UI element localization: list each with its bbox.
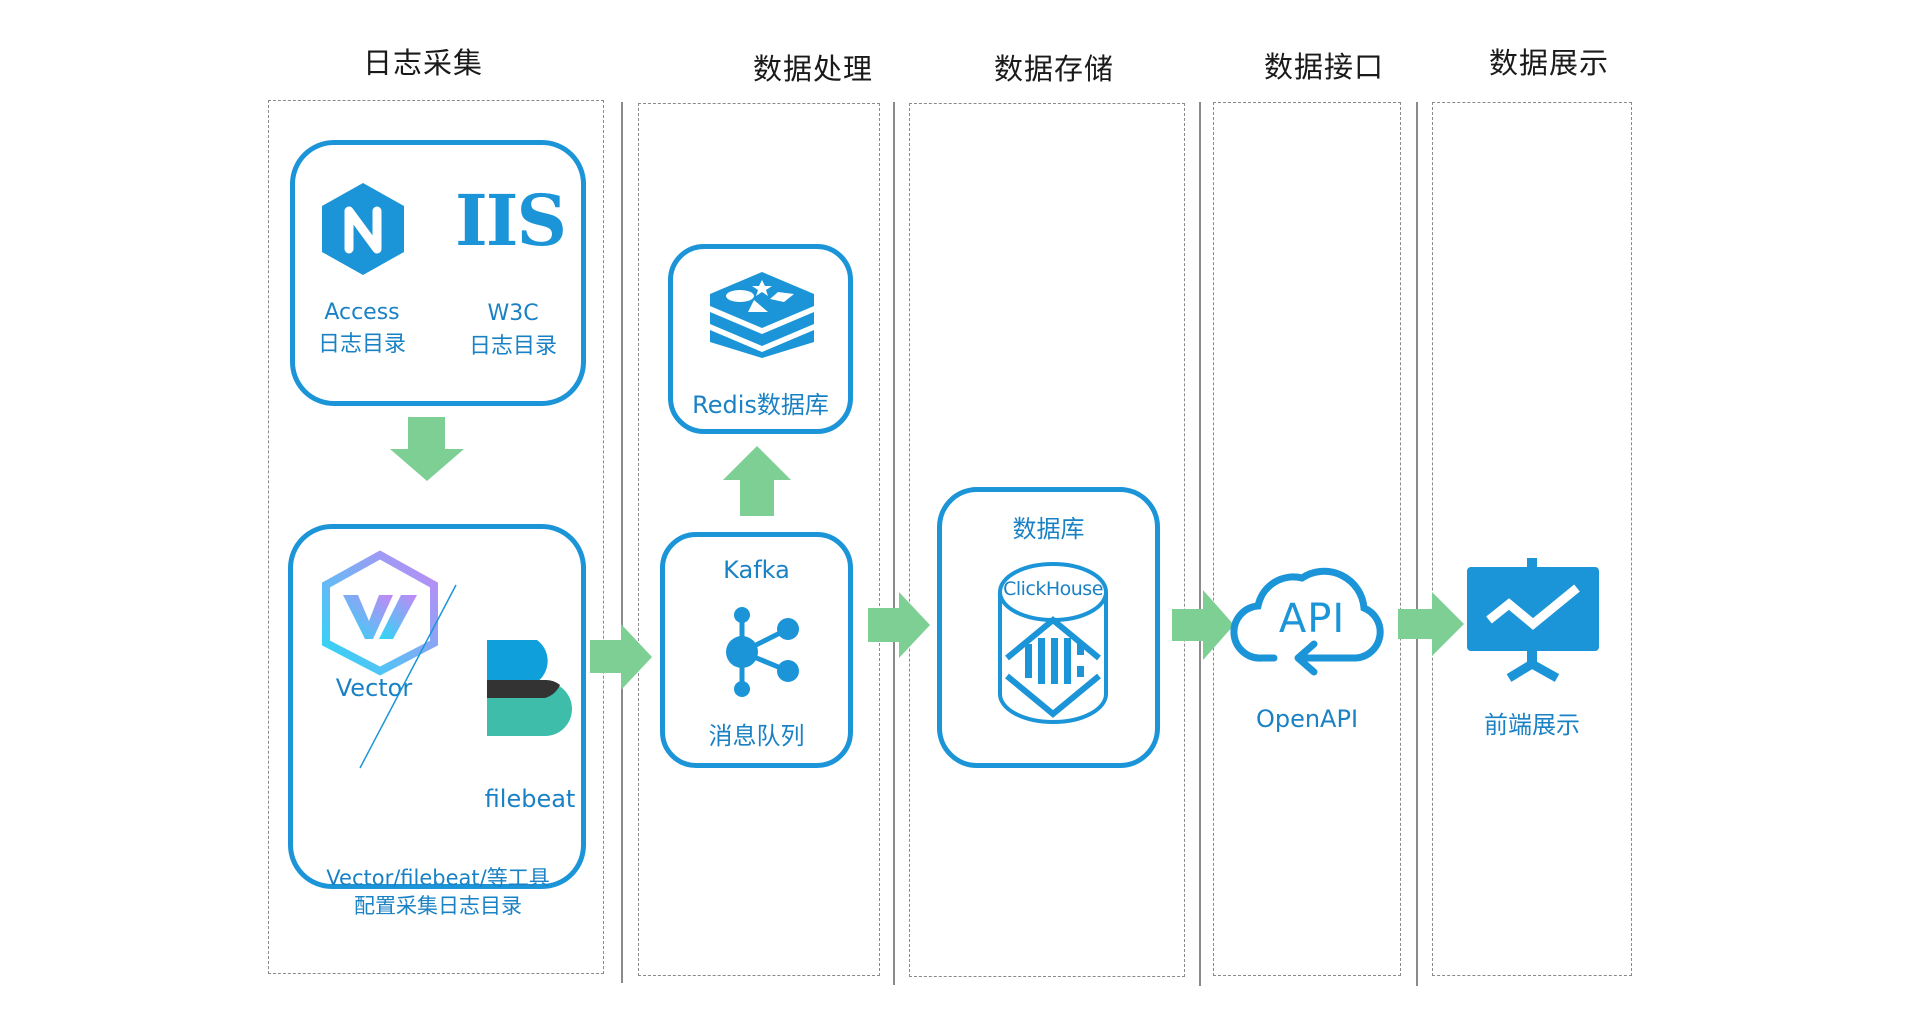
column-title-display: 数据展示 [1488, 46, 1609, 80]
panel-processing [638, 103, 880, 976]
log-sources-card [290, 140, 586, 406]
separator-slash [359, 584, 457, 769]
arrow-right-icon [1398, 592, 1464, 656]
source-name-w3c: W3C [487, 301, 539, 326]
frontend-display-label: 前端展示 [1484, 711, 1580, 739]
arrow-down-icon [390, 417, 464, 481]
redis-icon [710, 272, 814, 358]
panel-storage [909, 103, 1185, 977]
kafka-title: Kafka [723, 556, 790, 584]
panel-collection [268, 100, 604, 974]
column-title-processing: 数据处理 [752, 52, 873, 86]
filebeat-icon [487, 640, 572, 736]
column-title-collection: 日志采集 [362, 46, 483, 80]
column-divider [1416, 102, 1418, 986]
arrow-right-icon [590, 624, 652, 690]
presentation-chart-icon [1467, 558, 1599, 682]
clickhouse-label: ClickHouse [1003, 578, 1103, 600]
openapi-label: OpenAPI [1255, 705, 1359, 733]
tools-caption-line2: 配置采集日志目录 [354, 894, 522, 918]
kafka-icon [726, 607, 799, 697]
column-divider [621, 102, 623, 983]
column-title-interface: 数据接口 [1263, 50, 1384, 84]
redis-label: Redis数据库 [692, 391, 829, 419]
panel-display [1432, 102, 1632, 976]
vector-icon [322, 550, 438, 676]
nginx-icon [322, 183, 404, 275]
arrow-right-icon [1172, 590, 1234, 660]
tools-caption-line1: Vector/filebeat/等工具 [326, 866, 550, 890]
iis-icon: IIS [455, 179, 567, 262]
arrow-up-icon [723, 446, 791, 516]
column-title-storage: 数据存储 [993, 52, 1114, 86]
database-title: 数据库 [1012, 515, 1085, 543]
column-divider [893, 102, 895, 985]
arrow-right-icon [868, 592, 930, 658]
api-cloud-icon [1230, 567, 1384, 676]
tool-name-vector: Vector [335, 674, 413, 702]
source-desc-w3c: 日志目录 [468, 334, 557, 359]
api-cloud-text: API [1278, 596, 1346, 642]
column-divider [1199, 102, 1201, 986]
clickhouse-db-icon [998, 562, 1108, 724]
panel-interface [1213, 102, 1401, 976]
tool-name-filebeat: filebeat [484, 785, 576, 813]
source-desc-access: 日志目录 [317, 332, 406, 357]
kafka-label: 消息队列 [708, 722, 805, 750]
source-name-access: Access [324, 300, 400, 325]
